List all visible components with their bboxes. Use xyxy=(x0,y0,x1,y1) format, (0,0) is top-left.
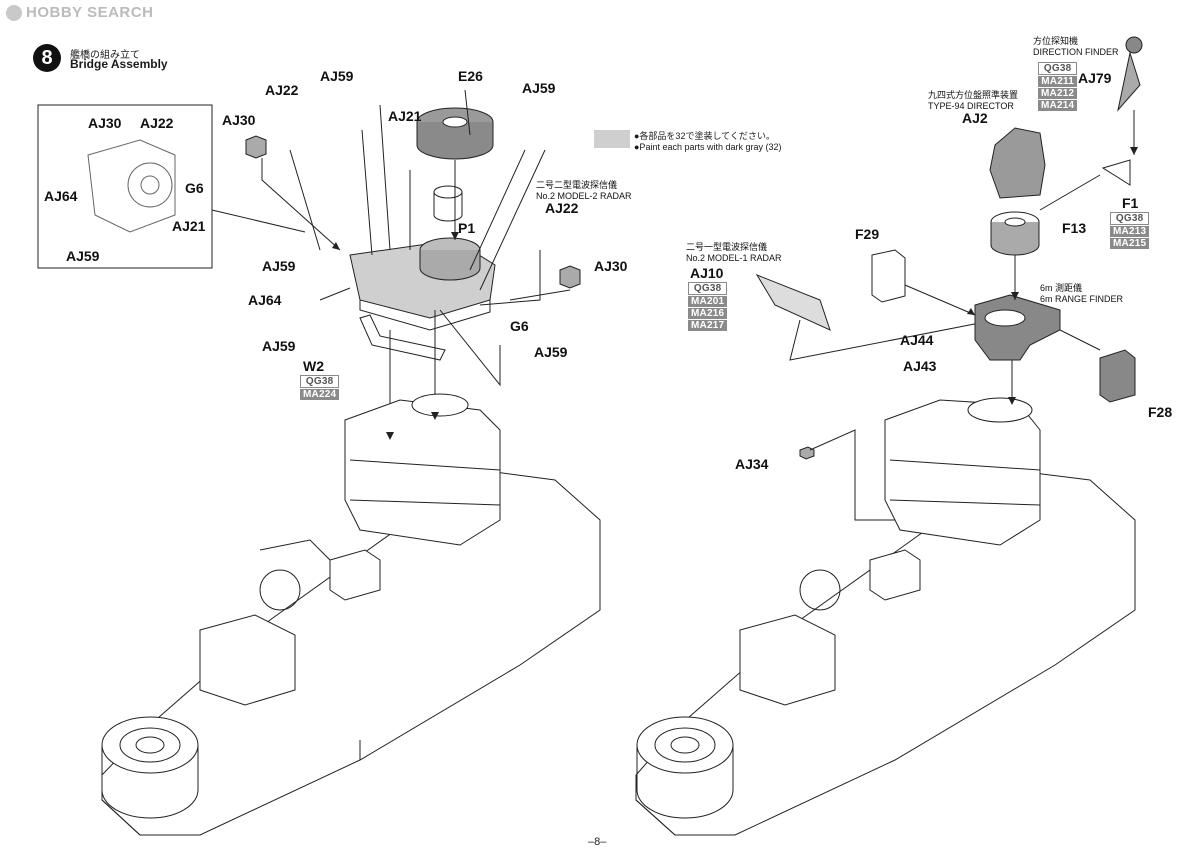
code-list-aj10: QG38 MA201 MA216 MA217 xyxy=(688,282,728,331)
step-title-en: Bridge Assembly xyxy=(70,57,168,71)
direction-finder-caption-jp: 方位探知機 xyxy=(1033,36,1079,46)
label-aj2: AJ2 xyxy=(962,110,988,126)
inset-label-aj64: AJ64 xyxy=(44,188,78,204)
code-w2-0: QG38 xyxy=(300,375,340,388)
code-list-w2: QG38 MA224 xyxy=(300,375,340,400)
inset-label-aj59: AJ59 xyxy=(66,248,100,264)
paint-note-en: ●Paint each parts with dark gray (32) xyxy=(634,142,782,152)
page-number: –8– xyxy=(588,836,607,848)
range-finder-caption-jp: 6m 測距儀 xyxy=(1040,283,1083,293)
code-w2-1: MA224 xyxy=(300,389,340,400)
label-aj59-mid: AJ59 xyxy=(262,258,296,274)
label-aj34: AJ34 xyxy=(735,456,769,472)
radar1-caption-jp: 二号一型電波探信儀 xyxy=(686,242,768,252)
logo-text: HOBBY SEARCH xyxy=(26,4,154,21)
logo-mark-icon xyxy=(6,4,22,21)
label-aj59-right: AJ59 xyxy=(522,80,556,96)
code-aj10-0: QG38 xyxy=(688,282,728,295)
label-aj59-bottom: AJ59 xyxy=(534,344,568,360)
inset-label-g6: G6 xyxy=(185,180,204,196)
label-e26: E26 xyxy=(458,68,483,84)
code-aj79-1: MA211 xyxy=(1038,76,1078,87)
code-aj79-2: MA212 xyxy=(1038,88,1078,99)
label-aj59-top: AJ59 xyxy=(320,68,354,84)
label-aj43: AJ43 xyxy=(903,358,937,374)
inset-label-aj30: AJ30 xyxy=(88,115,122,131)
direction-finder-caption-en: DIRECTION FINDER xyxy=(1033,47,1119,57)
label-aj22-top: AJ22 xyxy=(265,82,299,98)
step-number-badge: 8 xyxy=(33,44,61,72)
code-list-aj79: QG38 MA211 MA212 MA214 xyxy=(1038,62,1078,111)
code-f1-2: MA215 xyxy=(1110,238,1150,249)
radar2-caption-en: No.2 MODEL-2 RADAR xyxy=(536,191,632,201)
label-aj44: AJ44 xyxy=(900,332,934,348)
paint-note-jp: ●各部品を32で塗装してください。 xyxy=(634,131,775,141)
label-aj30-left: AJ30 xyxy=(222,112,256,128)
label-aj79: AJ79 xyxy=(1078,70,1112,86)
code-f1-1: MA213 xyxy=(1110,226,1150,237)
step-title-jp: 艦橋の組み立て xyxy=(70,50,140,61)
label-p1: P1 xyxy=(458,220,476,236)
label-aj59-low: AJ59 xyxy=(262,338,296,354)
inset-box xyxy=(37,104,213,269)
radar2-caption-jp: 二号二型電波探信儀 xyxy=(536,180,618,190)
code-aj10-3: MA217 xyxy=(688,320,728,331)
code-aj79-3: MA214 xyxy=(1038,100,1078,111)
range-finder-caption-en: 6m RANGE FINDER xyxy=(1040,294,1124,304)
dark-gray-swatch xyxy=(594,130,630,148)
label-f1: F1 xyxy=(1122,195,1139,211)
label-g6: G6 xyxy=(510,318,529,334)
label-aj10: AJ10 xyxy=(690,265,724,281)
label-f29: F29 xyxy=(855,226,880,242)
label-aj21: AJ21 xyxy=(388,108,422,124)
code-aj10-2: MA216 xyxy=(688,308,728,319)
director-caption-jp: 九四式方位盤照準装置 xyxy=(928,90,1019,100)
code-f1-0: QG38 xyxy=(1110,212,1150,225)
label-f28: F28 xyxy=(1148,404,1173,420)
label-aj64: AJ64 xyxy=(248,292,282,308)
hobby-search-logo: HOBBY SEARCH xyxy=(6,4,153,21)
radar1-caption-en: No.2 MODEL-1 RADAR xyxy=(686,253,782,263)
label-w2: W2 xyxy=(303,358,324,374)
code-list-f1: QG38 MA213 MA215 xyxy=(1110,212,1150,249)
inset-label-aj21: AJ21 xyxy=(172,218,206,234)
inset-label-aj22: AJ22 xyxy=(140,115,174,131)
code-aj79-0: QG38 xyxy=(1038,62,1078,75)
label-f13: F13 xyxy=(1062,220,1087,236)
label-aj22-radar: AJ22 xyxy=(545,200,579,216)
director-caption-en: TYPE-94 DIRECTOR xyxy=(928,101,1014,111)
code-aj10-1: MA201 xyxy=(688,296,728,307)
label-aj30-right: AJ30 xyxy=(594,258,628,274)
